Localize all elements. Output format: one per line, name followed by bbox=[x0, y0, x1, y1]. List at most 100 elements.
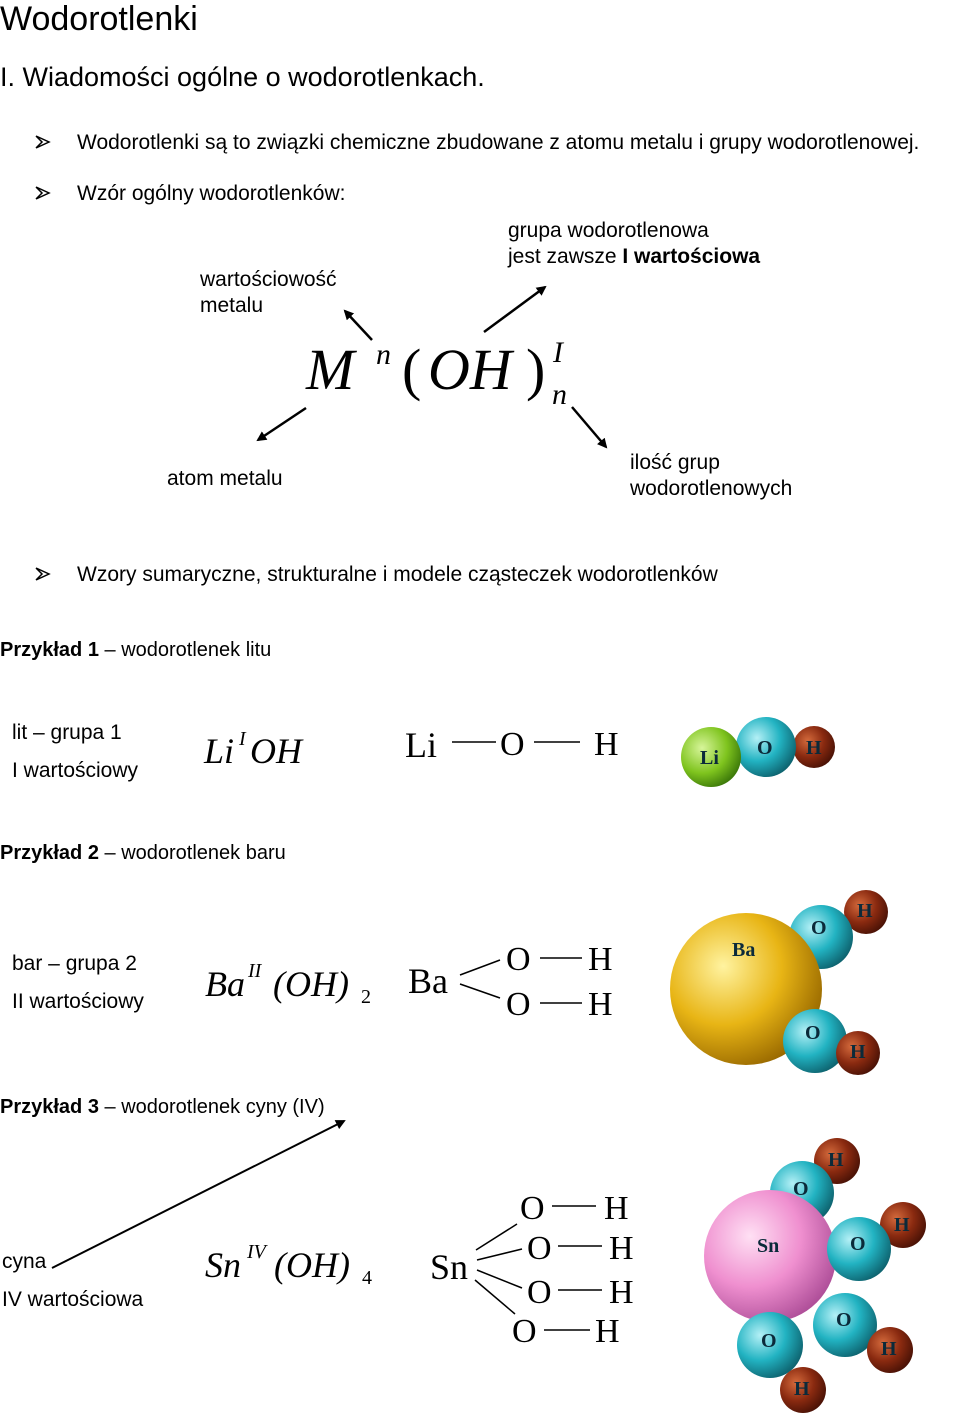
example-1-formula-valence: I bbox=[239, 728, 246, 750]
example-1-info: lit – grupa 1 I wartościowy bbox=[12, 721, 139, 782]
model-3-h-label-3: H bbox=[881, 1338, 897, 1360]
bond-ba-o2 bbox=[459, 983, 501, 999]
arrow-tin-heading bbox=[51, 1120, 346, 1269]
model-h-atom bbox=[867, 1327, 913, 1373]
model-lithium-hydroxide bbox=[681, 717, 835, 787]
bullet-formulas-models: Wzory sumaryczne, strukturalne i modele … bbox=[77, 563, 718, 586]
formula-paren-open: ( bbox=[402, 337, 422, 402]
model-3-o-label-1: O bbox=[793, 1178, 809, 1200]
formula-metal-symbol: M bbox=[306, 337, 355, 402]
model-1-o-label: O bbox=[757, 737, 773, 759]
example-3-struct-hydrogen-3: H bbox=[609, 1274, 634, 1311]
arrow-to-count bbox=[571, 406, 608, 449]
arrow-to-group bbox=[483, 285, 547, 334]
model-2-ba-label: Ba bbox=[732, 939, 756, 961]
model-3-o-label-2: O bbox=[850, 1233, 866, 1255]
bullet-general-formula: Wzór ogólny wodorotlenków: bbox=[77, 182, 346, 205]
example-3-info: cyna IV wartościowa bbox=[2, 1250, 144, 1311]
label-hydroxyl-group: grupa wodorotlenowa jest zawsze I wartoś… bbox=[508, 219, 761, 268]
example-2-formula-valence: II bbox=[248, 960, 262, 982]
model-o-atom bbox=[737, 1312, 803, 1378]
model-2-o-label-2: O bbox=[805, 1022, 821, 1044]
example-2-struct-hydrogen-1: H bbox=[588, 941, 613, 978]
example-3-formula-index: 4 bbox=[362, 1267, 372, 1289]
label-metal-valence: wartościowość metalu bbox=[200, 268, 337, 317]
bond-sn-o2 bbox=[476, 1248, 523, 1261]
model-o-atom bbox=[813, 1293, 877, 1357]
example-2-formula-index: 2 bbox=[361, 986, 371, 1008]
model-h-atom bbox=[880, 1202, 926, 1248]
example-3-struct-hydrogen-4: H bbox=[595, 1313, 620, 1350]
formula-hydroxyl: OH bbox=[428, 337, 512, 402]
bullet-arrow-icon bbox=[34, 565, 52, 589]
model-h-atom bbox=[836, 1031, 880, 1075]
formula-hydroxyl-valence: I bbox=[553, 336, 563, 369]
example-3-formula-valence: IV bbox=[247, 1241, 266, 1263]
example-2-struct-hydrogen-2: H bbox=[588, 986, 613, 1023]
bond-sn-o1 bbox=[475, 1223, 518, 1251]
model-barium-hydroxide bbox=[670, 890, 888, 1075]
label-hydroxyl-count: ilość grup wodorotlenowych bbox=[630, 451, 793, 500]
bond-ba-o1 bbox=[459, 959, 501, 976]
model-3-h-label-2: H bbox=[894, 1214, 910, 1236]
model-sn-atom bbox=[704, 1190, 836, 1322]
bond-sn-o3 bbox=[476, 1269, 523, 1289]
model-o-atom bbox=[783, 1009, 847, 1073]
example-3-struct-oxygen-4: O bbox=[512, 1313, 537, 1350]
example-3-formula-metal: Sn bbox=[205, 1245, 241, 1285]
model-3-o-label-3: O bbox=[836, 1309, 852, 1331]
example-1-heading: Przykład 1 – wodorotlenek litu bbox=[0, 639, 272, 661]
model-2-h-label-2: H bbox=[850, 1041, 866, 1063]
model-3-sn-label: Sn bbox=[757, 1235, 780, 1257]
model-3-h-label-1: H bbox=[828, 1149, 844, 1171]
model-ba-atom bbox=[670, 913, 822, 1065]
arrow-to-atom bbox=[256, 406, 307, 442]
example-2-info: bar – grupa 2 II wartościowy bbox=[12, 952, 144, 1013]
example-2-struct-oxygen-1: O bbox=[506, 941, 531, 978]
model-o-atom bbox=[736, 717, 796, 777]
section-heading: I. Wiadomości ogólne o wodorotlenkach. bbox=[0, 62, 485, 92]
example-1-struct-metal: Li bbox=[405, 725, 437, 765]
bullet-arrow-icon bbox=[34, 133, 52, 157]
bullet-arrow-icon bbox=[34, 184, 52, 208]
example-2-struct-oxygen-2: O bbox=[506, 986, 531, 1023]
example-1-struct-hydrogen: H bbox=[594, 726, 619, 763]
formula-metal-valence: n bbox=[376, 338, 391, 371]
formula-hydroxyl-count: n bbox=[552, 378, 567, 411]
model-1-h-label: H bbox=[806, 737, 822, 759]
example-1-struct-oxygen: O bbox=[500, 726, 525, 763]
model-2-o-label-1: O bbox=[811, 917, 827, 939]
bond-sn-o4 bbox=[474, 1279, 516, 1315]
example-3-struct-hydrogen-1: H bbox=[604, 1190, 629, 1227]
example-3-struct-metal: Sn bbox=[430, 1247, 469, 1287]
example-3-struct-oxygen-3: O bbox=[527, 1274, 552, 1311]
example-3-struct-hydrogen-2: H bbox=[609, 1230, 634, 1267]
model-3-o-label-4: O bbox=[761, 1330, 777, 1352]
model-o-atom bbox=[827, 1217, 891, 1281]
example-2-heading: Przykład 2 – wodorotlenek baru bbox=[0, 842, 286, 864]
example-2-formula-metal: Ba bbox=[205, 964, 245, 1004]
example-3-heading: Przykład 3 – wodorotlenek cyny (IV) bbox=[0, 1096, 325, 1118]
model-h-atom bbox=[793, 726, 835, 768]
formula-paren-close: ) bbox=[526, 337, 546, 402]
model-h-atom bbox=[780, 1367, 826, 1413]
model-li-atom bbox=[681, 727, 741, 787]
page-title: Wodorotlenki bbox=[0, 0, 198, 38]
example-1-formula-metal: Li bbox=[204, 731, 235, 771]
arrow-to-valence bbox=[343, 309, 373, 341]
example-3-struct-oxygen-2: O bbox=[527, 1230, 552, 1267]
example-3-formula-group: (OH) bbox=[274, 1245, 350, 1285]
model-2-h-label-1: H bbox=[857, 900, 873, 922]
model-1-li-label: Li bbox=[700, 747, 719, 769]
example-2-struct-metal: Ba bbox=[408, 961, 448, 1001]
label-metal-atom: atom metalu bbox=[167, 467, 283, 490]
example-1-formula-group: OH bbox=[250, 731, 302, 771]
model-tin-hydroxide bbox=[704, 1138, 926, 1413]
example-3-struct-oxygen-1: O bbox=[520, 1190, 545, 1227]
bullet-definition: Wodorotlenki są to związki chemiczne zbu… bbox=[77, 131, 920, 154]
model-h-atom bbox=[844, 890, 888, 934]
model-3-h-label-4: H bbox=[794, 1378, 810, 1400]
example-2-formula-group: (OH) bbox=[273, 964, 349, 1004]
